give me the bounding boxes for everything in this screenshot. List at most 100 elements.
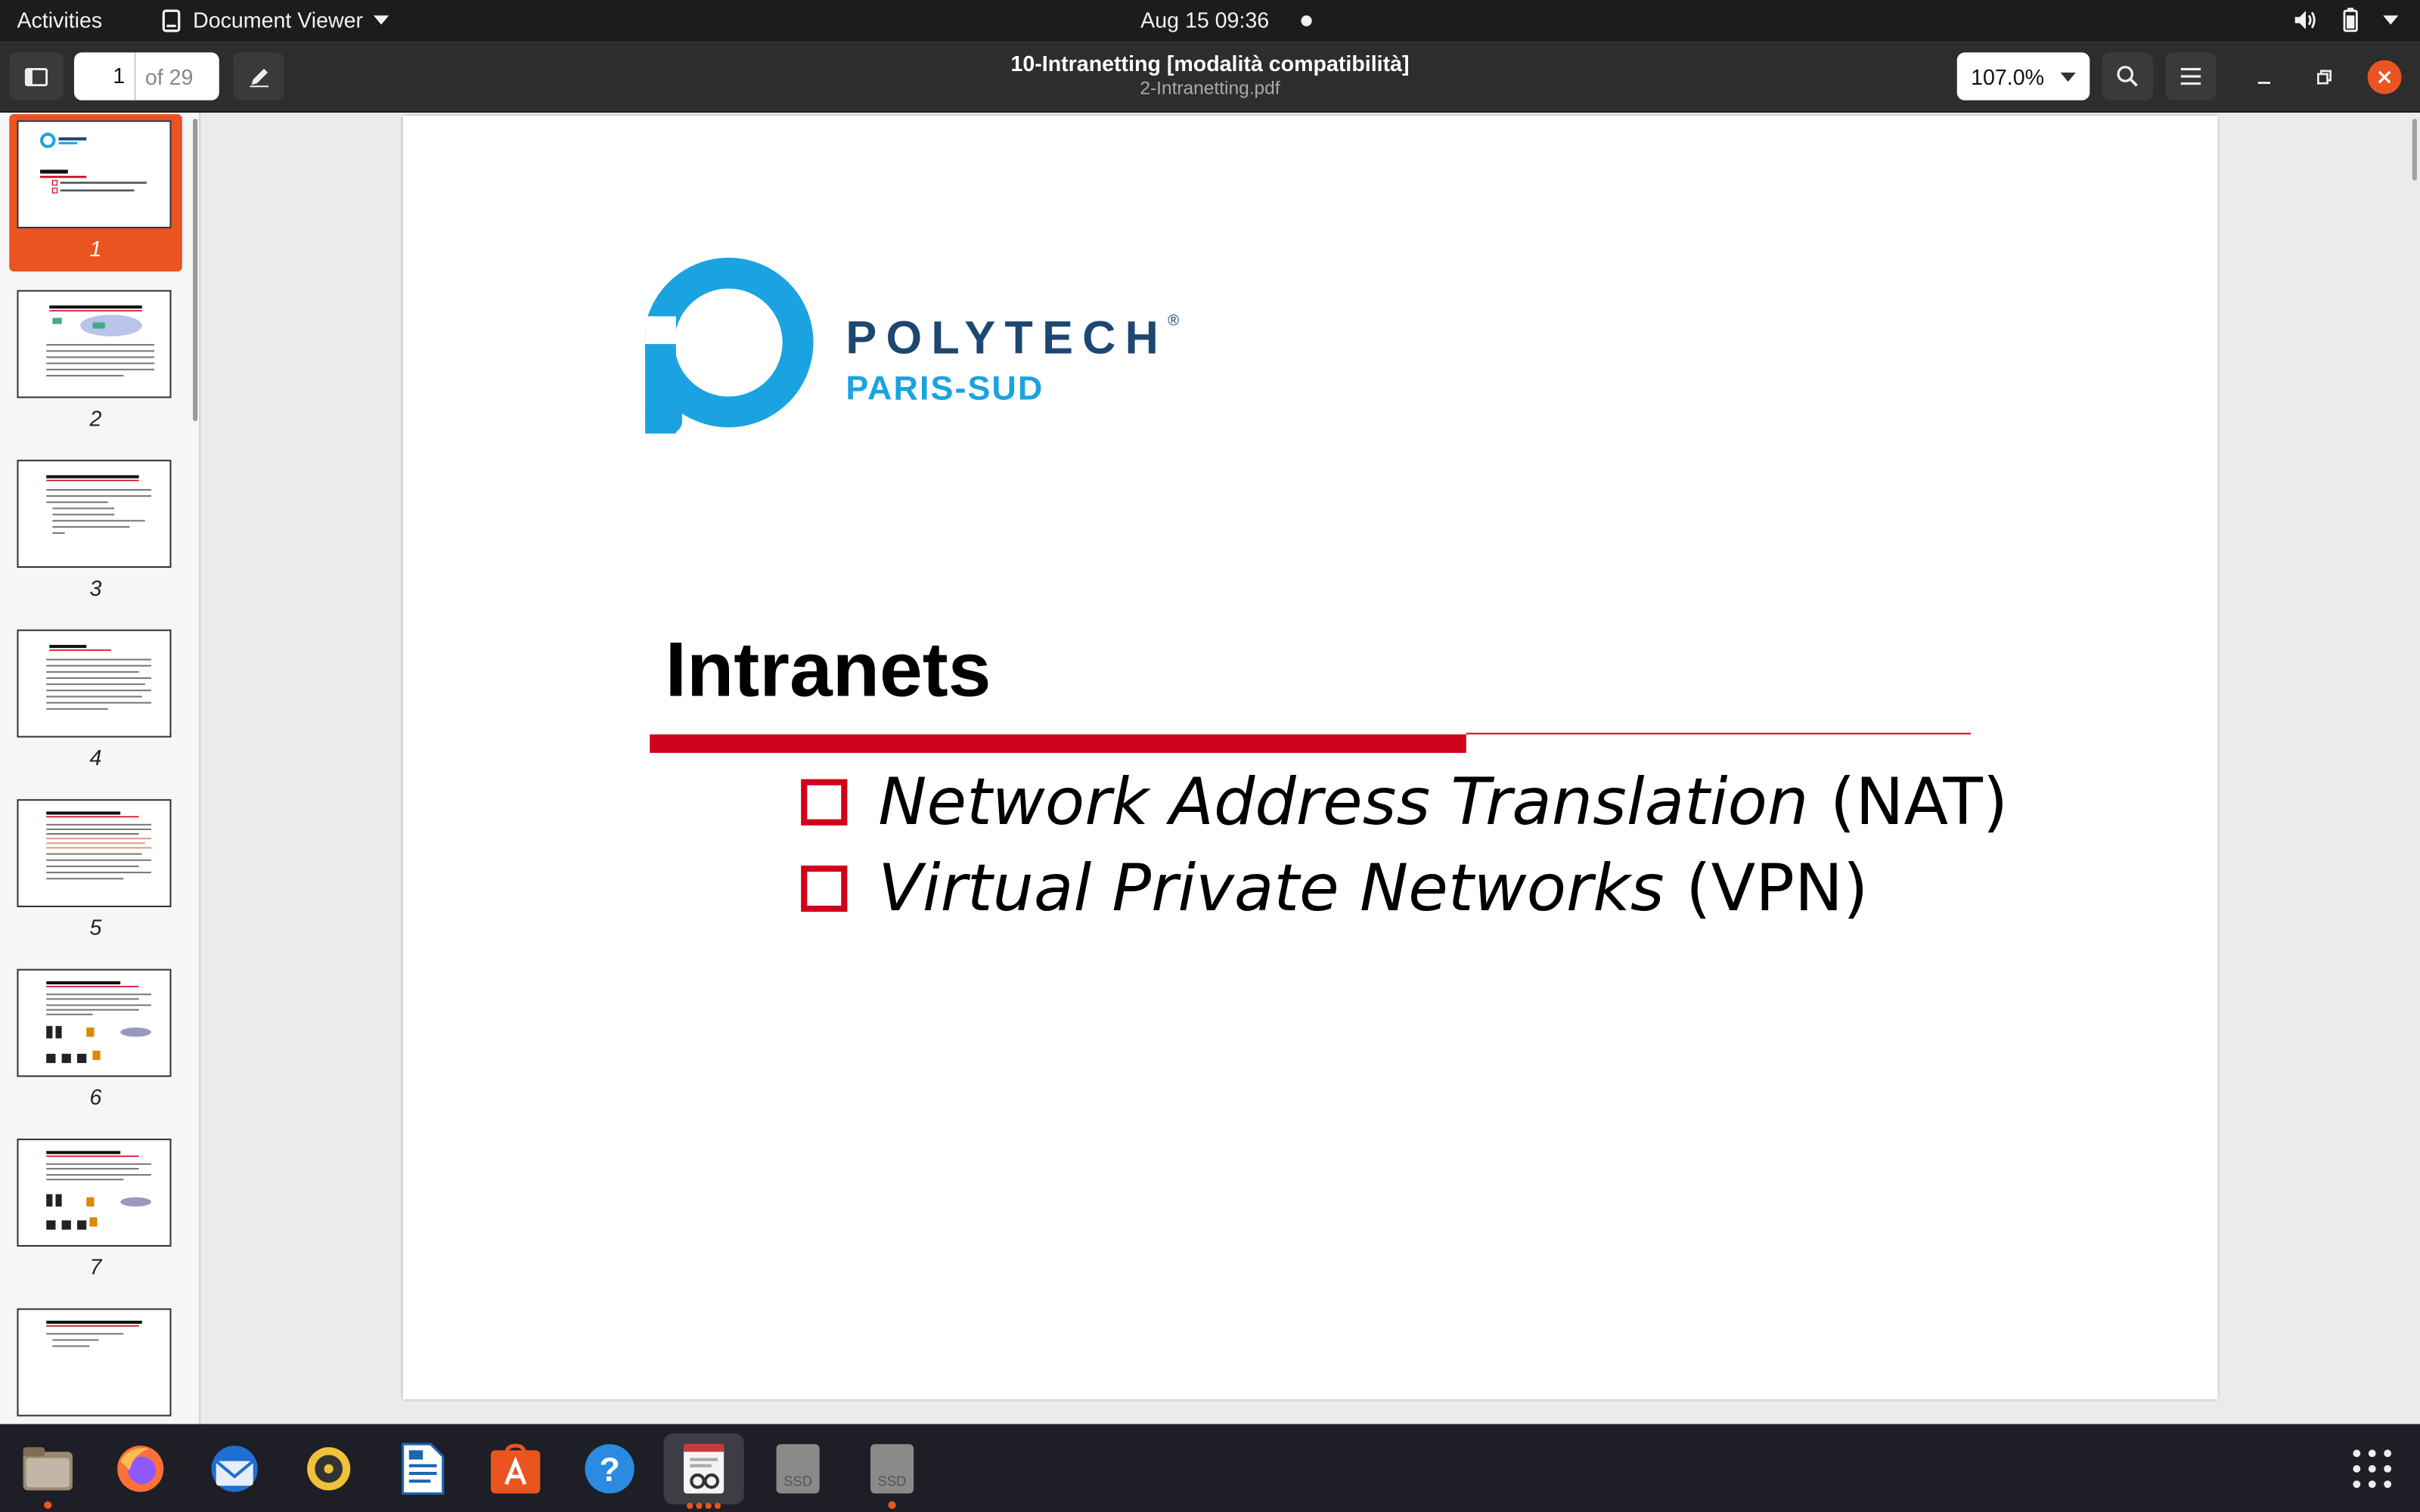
thumbnail-page-4[interactable] bbox=[17, 629, 172, 738]
maximize-button[interactable] bbox=[2307, 60, 2341, 94]
firefox-icon bbox=[117, 1445, 164, 1492]
main-menu-button[interactable] bbox=[2165, 52, 2217, 101]
software-icon bbox=[490, 1443, 541, 1494]
ssd-label: SSD bbox=[877, 1473, 907, 1489]
header-bar: 1 of 29 10-Intranetting [modalità compat… bbox=[0, 42, 2420, 113]
document-viewer-launcher[interactable] bbox=[663, 1433, 744, 1509]
files-icon bbox=[23, 1447, 73, 1491]
bullet-abbreviation: (NAT) bbox=[1829, 764, 2009, 840]
thumbnail-page-8[interactable] bbox=[17, 1308, 172, 1417]
battery-icon bbox=[2343, 8, 2358, 33]
thumbnail-page-7[interactable] bbox=[17, 1139, 172, 1247]
ssd-label: SSD bbox=[783, 1473, 812, 1489]
help-icon: ? bbox=[585, 1444, 634, 1494]
restore-icon bbox=[2316, 70, 2332, 85]
thumbnail-page-2[interactable] bbox=[17, 290, 172, 398]
libreoffice-writer-launcher[interactable] bbox=[387, 1433, 458, 1504]
zoom-selector[interactable]: 107.0% bbox=[1956, 52, 2090, 101]
document-scrollbar[interactable] bbox=[2412, 119, 2417, 181]
sidebar-scrollbar[interactable] bbox=[193, 119, 198, 422]
svg-text:?: ? bbox=[599, 1450, 619, 1489]
square-bullet-icon bbox=[801, 864, 848, 912]
thumbnail-page-5[interactable] bbox=[17, 799, 172, 908]
pdf-page: POLYTECH® PARIS-SUD Intranets Network Ad… bbox=[402, 116, 2218, 1400]
logo-wordmark: POLYTECH® bbox=[845, 313, 1179, 365]
ssd-drive-2-launcher[interactable]: SSD bbox=[857, 1433, 928, 1509]
minimize-button[interactable] bbox=[2247, 60, 2281, 94]
page-total: of 29 bbox=[144, 64, 194, 89]
square-bullet-icon bbox=[801, 778, 848, 825]
running-indicator bbox=[44, 1501, 52, 1509]
thumbnail-page-6[interactable] bbox=[17, 968, 172, 1077]
window-subtitle: 2-Intranetting.pdf bbox=[1140, 77, 1280, 99]
current-page-input[interactable]: 1 bbox=[74, 52, 136, 101]
close-button[interactable] bbox=[2367, 60, 2402, 94]
document-viewer-icon bbox=[684, 1444, 724, 1494]
title-block: 10-Intranetting [modalità compatibilità]… bbox=[0, 51, 2420, 98]
sidebar-icon bbox=[24, 67, 48, 86]
running-indicator bbox=[888, 1501, 896, 1509]
bullet-italic-text: Network Address Translation bbox=[878, 764, 1809, 840]
search-icon bbox=[2117, 66, 2138, 87]
system-menu-chevron-icon bbox=[2383, 15, 2399, 25]
thumbnail-number: 3 bbox=[89, 575, 102, 600]
zoom-value: 107.0% bbox=[1971, 64, 2045, 89]
top-bar: Activities Document Viewer Aug 15 09:36 bbox=[0, 0, 2420, 42]
thumbnail-number: 5 bbox=[89, 915, 102, 940]
app-name: Document Viewer bbox=[193, 8, 364, 33]
slide-title: Intranets bbox=[665, 626, 991, 713]
logo-line1: POLYTECH bbox=[845, 313, 1168, 364]
annotate-button[interactable] bbox=[233, 52, 284, 101]
thumbnail-sidebar[interactable]: 1 2 3 4 bbox=[0, 112, 201, 1424]
thunderbird-icon bbox=[211, 1445, 258, 1492]
activities-button[interactable]: Activities bbox=[17, 8, 103, 33]
help-launcher[interactable]: ? bbox=[574, 1433, 645, 1504]
pencil-icon bbox=[249, 67, 268, 87]
files-launcher[interactable] bbox=[12, 1433, 83, 1509]
close-icon bbox=[2378, 70, 2391, 84]
title-underline-thin bbox=[1466, 733, 1972, 735]
thumbnail-number: 4 bbox=[89, 745, 102, 770]
rhythmbox-launcher[interactable] bbox=[293, 1433, 365, 1504]
app-grid-icon bbox=[2353, 1449, 2392, 1489]
page-selector[interactable]: 1 of 29 bbox=[73, 52, 219, 101]
document-view[interactable]: POLYTECH® PARIS-SUD Intranets Network Ad… bbox=[200, 112, 2420, 1424]
thumbnail-number: 6 bbox=[89, 1084, 102, 1110]
title-underline-thick bbox=[650, 734, 1466, 753]
app-menu[interactable]: Document Viewer bbox=[160, 8, 389, 33]
hamburger-menu-icon bbox=[2180, 67, 2201, 85]
ssd-drive-icon: SSD bbox=[776, 1444, 820, 1494]
ssd-drive-icon: SSD bbox=[870, 1444, 914, 1494]
thumbnail-number: 2 bbox=[89, 405, 102, 431]
sidebar-toggle-button[interactable] bbox=[9, 52, 64, 101]
window-title: 10-Intranetting [modalità compatibilità] bbox=[1010, 51, 1410, 76]
bullet-item: Virtual Private Networks (VPN) bbox=[801, 850, 1868, 925]
logo-registered-mark: ® bbox=[1168, 313, 1180, 330]
window-count-indicator bbox=[687, 1502, 721, 1509]
thumbnail-page-3[interactable] bbox=[17, 460, 172, 569]
dock: ? SSD SSD bbox=[0, 1424, 2420, 1512]
polytech-logo bbox=[645, 257, 814, 434]
thumbnail-number: 1 bbox=[89, 236, 102, 261]
ssd-drive-1-launcher[interactable]: SSD bbox=[762, 1433, 833, 1504]
minimize-icon bbox=[2257, 82, 2271, 85]
volume-icon bbox=[2294, 11, 2316, 29]
thunderbird-launcher[interactable] bbox=[199, 1433, 270, 1504]
rhythmbox-icon bbox=[307, 1447, 351, 1491]
document-viewer-small-icon bbox=[162, 8, 181, 32]
thumbnail-page-1[interactable] bbox=[17, 120, 172, 229]
firefox-launcher[interactable] bbox=[105, 1433, 176, 1504]
ubuntu-software-launcher[interactable] bbox=[480, 1433, 551, 1504]
bullet-item: Network Address Translation (NAT) bbox=[801, 764, 2008, 839]
writer-icon bbox=[402, 1442, 445, 1495]
notification-dot bbox=[1301, 15, 1312, 26]
system-tray[interactable] bbox=[2294, 8, 2399, 33]
bullet-italic-text: Virtual Private Networks bbox=[878, 850, 1665, 926]
clock[interactable]: Aug 15 09:36 bbox=[1140, 8, 1270, 33]
bullet-abbreviation: (VPN) bbox=[1686, 850, 1869, 926]
search-button[interactable] bbox=[2102, 52, 2153, 101]
show-applications-button[interactable] bbox=[2337, 1433, 2408, 1504]
logo-line2: PARIS-SUD bbox=[845, 368, 1044, 407]
chevron-down-icon bbox=[374, 15, 389, 25]
